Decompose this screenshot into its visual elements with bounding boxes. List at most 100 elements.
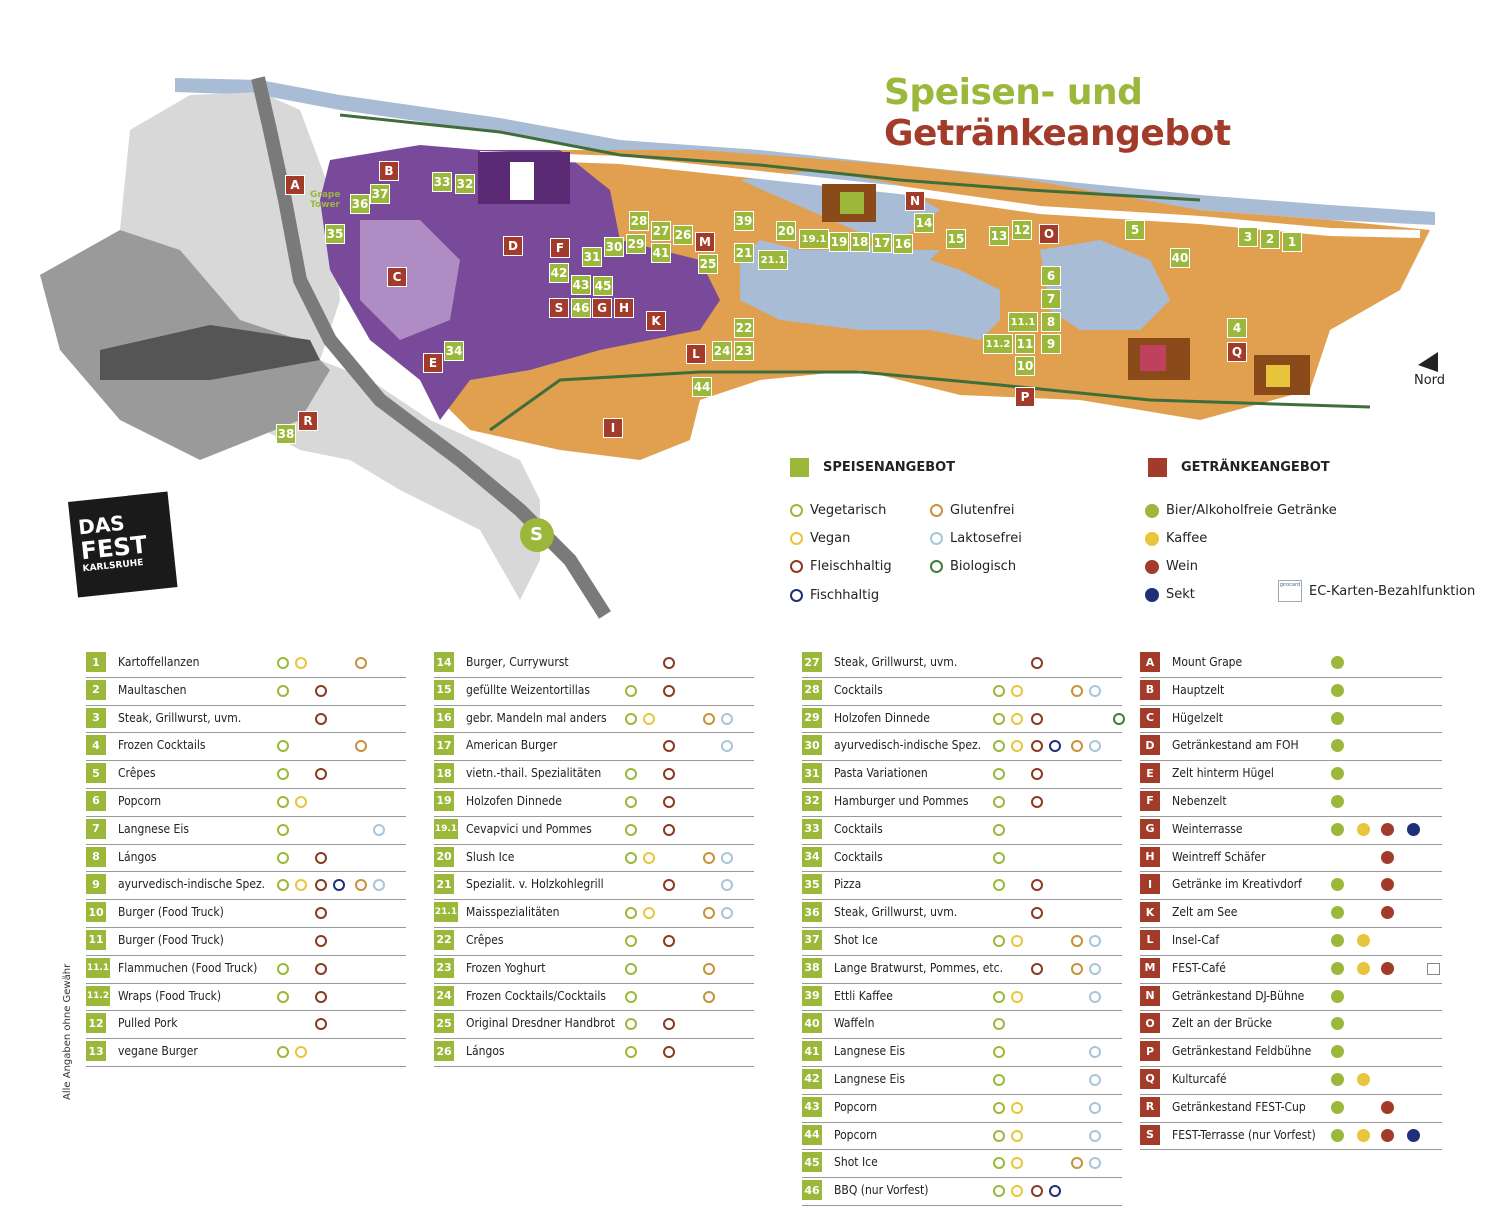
map-marker-43: 43: [571, 275, 591, 295]
map-marker-4: 4: [1227, 318, 1247, 338]
girocard-icon: [1427, 962, 1440, 975]
girocard-icon: girocard: [1278, 580, 1302, 602]
ring-icon: [643, 851, 655, 864]
ring-icon: [315, 907, 327, 920]
ring-icon: [643, 907, 655, 920]
map-marker-11-1: 11.1: [1008, 312, 1038, 332]
row-number: 32: [802, 790, 822, 811]
map-marker-7: 7: [1041, 289, 1061, 309]
row-label: Shot Ice: [834, 1155, 878, 1170]
map-marker-21-1: 21.1: [758, 250, 788, 270]
dot-icon: [1357, 1072, 1370, 1086]
map-marker-5: 5: [1125, 220, 1145, 240]
ring-icon: [315, 990, 327, 1003]
row-number: R: [1140, 1096, 1160, 1117]
legend-label: Wein: [1166, 559, 1198, 574]
ring-icon: [1031, 907, 1043, 920]
row-label: Getränke im Kreativdorf: [1172, 877, 1302, 892]
row-number: 46: [802, 1180, 822, 1201]
map-marker-f: F: [550, 238, 570, 258]
dot-icon: [1331, 683, 1344, 697]
dot-icon: [1331, 767, 1344, 781]
map-marker-45: 45: [593, 276, 613, 296]
row-number: P: [1140, 1041, 1160, 1062]
dot-icon: [1145, 559, 1159, 574]
map-marker-19-1: 19.1: [799, 229, 829, 249]
ring-icon: [315, 962, 327, 975]
map-marker-o: O: [1039, 224, 1059, 244]
map-marker-18: 18: [850, 232, 870, 252]
row-number: 27: [802, 652, 822, 672]
row-number: 21: [434, 874, 454, 895]
ring-icon: [721, 851, 733, 864]
dot-icon: [1331, 1017, 1344, 1031]
ring-icon: [1031, 740, 1043, 753]
ring-icon: [277, 879, 289, 892]
legend-item-vegetarisch: Vegetarisch: [790, 503, 886, 518]
ring-icon: [1011, 684, 1023, 697]
map-marker-38: 38: [276, 424, 296, 444]
ec-legend-label: EC-Karten-Bezahlfunktion: [1309, 583, 1476, 599]
row-label: Burger, Currywurst: [466, 655, 569, 669]
ring-icon: [993, 1129, 1005, 1142]
legend-item-kaffee: Kaffee: [1145, 531, 1207, 546]
row-number: 22: [434, 929, 454, 950]
food-legend-square: [790, 458, 809, 477]
row-number: N: [1140, 985, 1160, 1006]
dot-icon: [1331, 906, 1344, 920]
row-number: 2: [86, 679, 106, 700]
row-label: Wraps (Food Truck): [118, 988, 222, 1003]
dot-icon: [1381, 906, 1394, 920]
ring-icon: [993, 768, 1005, 781]
ring-icon: [663, 657, 675, 669]
lake: [740, 170, 1000, 340]
ring-icon: [993, 823, 1005, 836]
row-label: Pizza: [834, 877, 862, 892]
map-marker-q: Q: [1227, 342, 1247, 362]
ring-icon: [295, 1046, 307, 1059]
row-number: 8: [86, 846, 106, 867]
north-arrow-icon: [1418, 352, 1438, 372]
row-number: 10: [86, 902, 106, 923]
row-label: Maisspezialitäten: [466, 905, 560, 920]
row-number: 41: [802, 1041, 822, 1062]
map-marker-11-2: 11.2: [983, 334, 1013, 354]
map-marker-46: 46: [571, 298, 591, 318]
map-marker-44: 44: [692, 377, 712, 397]
map-marker-12: 12: [1012, 220, 1032, 240]
ring-icon: [1089, 1101, 1101, 1114]
ring-icon: [1089, 1046, 1101, 1059]
map-marker-25: 25: [698, 254, 718, 274]
row-label: Kulturcafé: [1172, 1071, 1227, 1086]
legend-item-sekt: Sekt: [1145, 587, 1195, 602]
row-number: 42: [802, 1068, 822, 1089]
map-marker-42: 42: [549, 263, 569, 283]
row-number: F: [1140, 790, 1160, 811]
row-label: FEST-Terrasse (nur Vorfest): [1172, 1127, 1316, 1142]
row-number: 7: [86, 818, 106, 839]
row-number: 28: [802, 679, 822, 700]
map-marker-20: 20: [776, 221, 796, 241]
ring-icon: [703, 712, 715, 725]
map-marker-9: 9: [1041, 334, 1061, 354]
drink-legend-heading-text: GETRÄNKEANGEBOT: [1181, 460, 1330, 475]
row-label: Langnese Eis: [118, 821, 189, 836]
row-label: Getränkestand DJ-Bühne: [1172, 988, 1305, 1003]
row-number: 23: [434, 957, 454, 978]
